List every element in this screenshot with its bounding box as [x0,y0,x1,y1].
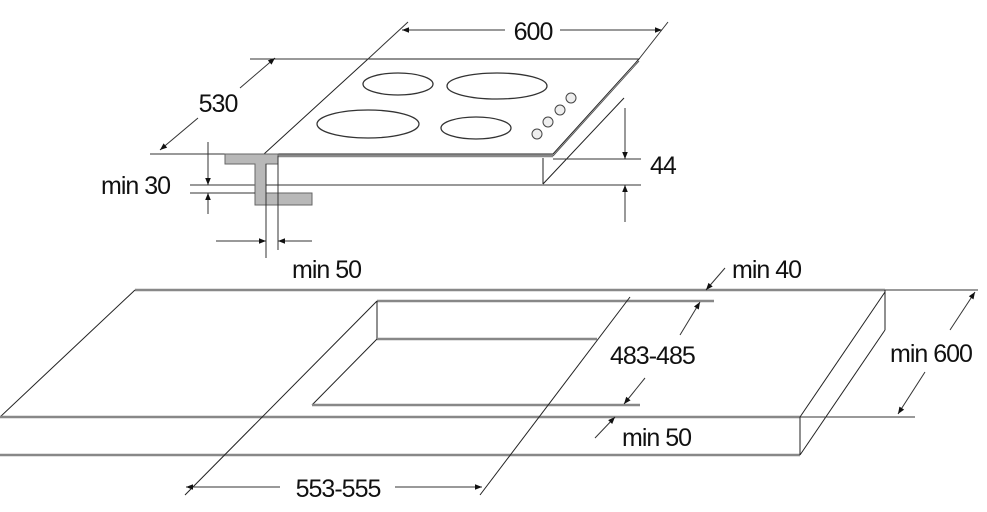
burner-rear-left [362,72,434,96]
hob-height-label: 44 [650,152,677,180]
dimension-cutout-width: 553-555 [186,475,482,503]
knob [554,104,566,116]
back-clearance-label: min 40 [732,256,801,284]
knob [565,92,577,104]
hob [262,58,641,185]
mounting-bracket [190,153,313,258]
dimension-hob-width: 600 [367,18,669,60]
cutout-depth-label: 483-485 [610,342,695,370]
bracket-vertical-clearance-label: min 30 [101,172,170,200]
dimension-hob-height: 44 [190,108,678,222]
dimension-hob-depth: 530 [150,57,368,155]
knob [531,128,543,140]
hob-depth-label: 530 [199,90,238,118]
dimension-min-30: min 30 [101,142,211,214]
hob-body-diagonal [542,97,625,185]
cutout-width-label: 553-555 [296,475,381,503]
burner-front-right [440,116,512,140]
countertop-cutout [184,296,714,496]
countertop [0,288,886,457]
hob-right-edge-rim [552,60,640,157]
front-clearance-label: min 50 [622,424,691,452]
bracket-horizontal-clearance-label: min 50 [292,256,361,284]
burner-front-left [316,109,420,139]
hob-width-label: 600 [514,18,553,46]
hob-top-surface [262,58,641,155]
dimension-countertop-depth: min 600 [800,289,978,418]
knob [542,116,554,128]
countertop-depth-label: min 600 [890,340,972,368]
dimension-min-50-bracket: min 50 [216,238,362,284]
dimension-cutout-depth: min 40 483-485 min 50 [594,256,802,452]
burner-rear-right [446,72,548,100]
